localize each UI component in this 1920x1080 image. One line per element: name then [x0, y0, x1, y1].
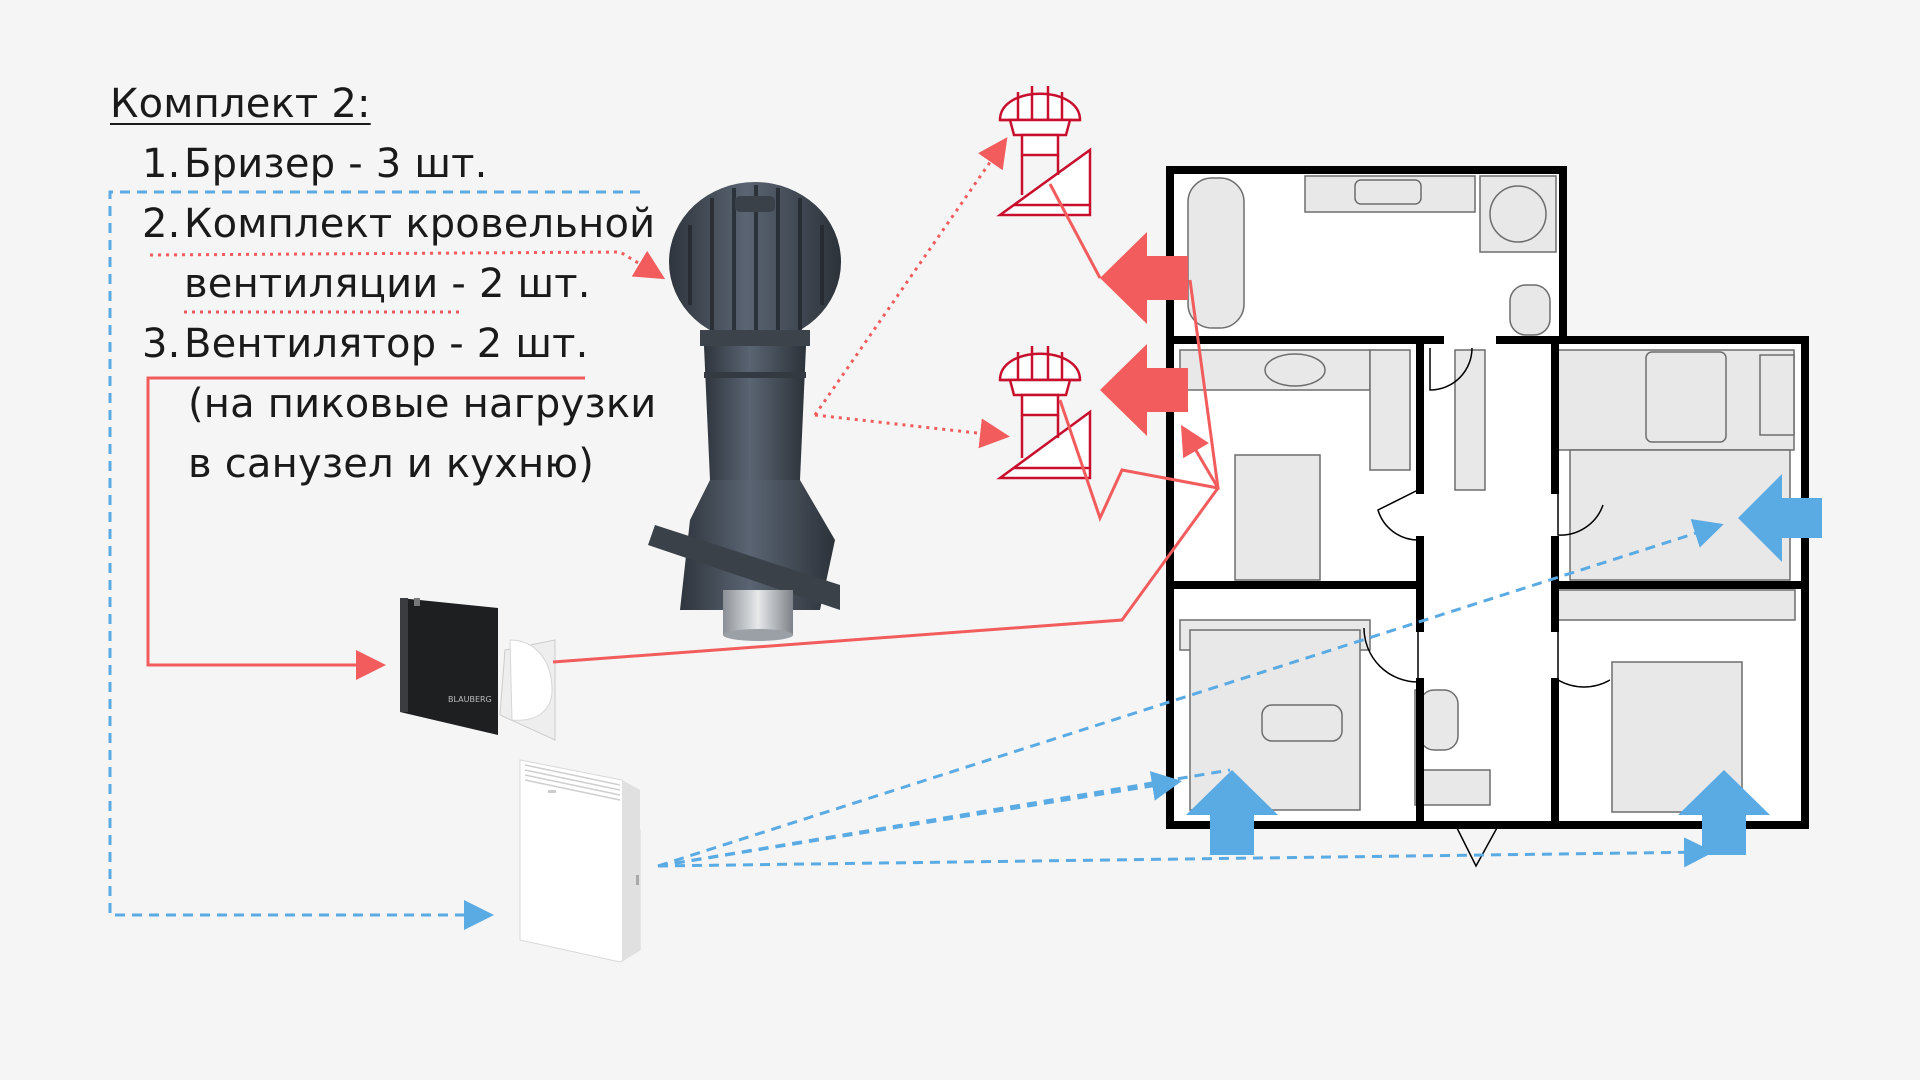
fan-brand-label: BLAUBERG	[448, 695, 492, 704]
kit-item-2: 2.Комплект кровельной	[142, 200, 655, 248]
kit-item-1: 1.Бризер - 3 шт.	[142, 140, 488, 188]
exhaust-line-roof-top	[1048, 183, 1102, 279]
supply-line-bedroom-1	[657, 519, 1724, 868]
kit-item-3-number: 3.	[142, 321, 181, 367]
kit-heading: Комплект 2:	[110, 81, 371, 127]
kit-item-1-number: 1.	[142, 141, 181, 187]
wall-exhaust-fan-icon: BLAUBERG	[400, 598, 556, 741]
blue-supply-arrow-icon	[1186, 770, 1278, 855]
roof-fan-symbol-icon	[996, 346, 1092, 480]
kit-item-3-text-1: Вентилятор - 2 шт.	[184, 321, 589, 367]
supply-line-living-room-2	[657, 768, 1231, 868]
kit-item-3-note-1: (на пиковые нагрузки	[188, 381, 657, 427]
red-exhaust-arrow-icon	[1100, 344, 1188, 436]
deflector-connector-line	[149, 250, 666, 280]
apartment-floor-plan-icon	[1166, 166, 1809, 868]
kit-item-2-number: 2.	[142, 201, 181, 247]
kit-item-3-note-2: в санузел и кухню)	[188, 441, 595, 487]
breather-connector-line	[108, 190, 640, 930]
deflector-to-roof-line-bottom	[814, 413, 1010, 449]
deflector-to-roof-line-top	[813, 137, 1008, 416]
kit-item-2-text-1: Комплект кровельной	[184, 201, 656, 247]
kit-item-1-text: Бризер - 3 шт.	[184, 141, 488, 187]
exhaust-line-bathroom	[1058, 279, 1220, 523]
kit-item-2-text-2: вентиляции - 2 шт.	[184, 261, 591, 307]
blue-supply-arrow-icon	[1738, 474, 1822, 562]
blue-supply-arrow-icon	[1678, 770, 1770, 855]
kit-item-3: 3.Вентилятор - 2 шт.	[142, 320, 589, 368]
fan-connector-line	[146, 376, 585, 680]
wall-breather-unit-icon	[519, 759, 641, 963]
roof-turbine-deflector-icon	[648, 182, 841, 641]
roof-fan-symbol-icon	[996, 86, 1092, 217]
exhaust-line-kitchen-fan	[552, 487, 1220, 664]
exhaust-line-kitchen-arrow	[1180, 424, 1220, 489]
supply-line-bedroom-2	[657, 837, 1714, 868]
red-exhaust-arrow-icon	[1100, 232, 1188, 324]
